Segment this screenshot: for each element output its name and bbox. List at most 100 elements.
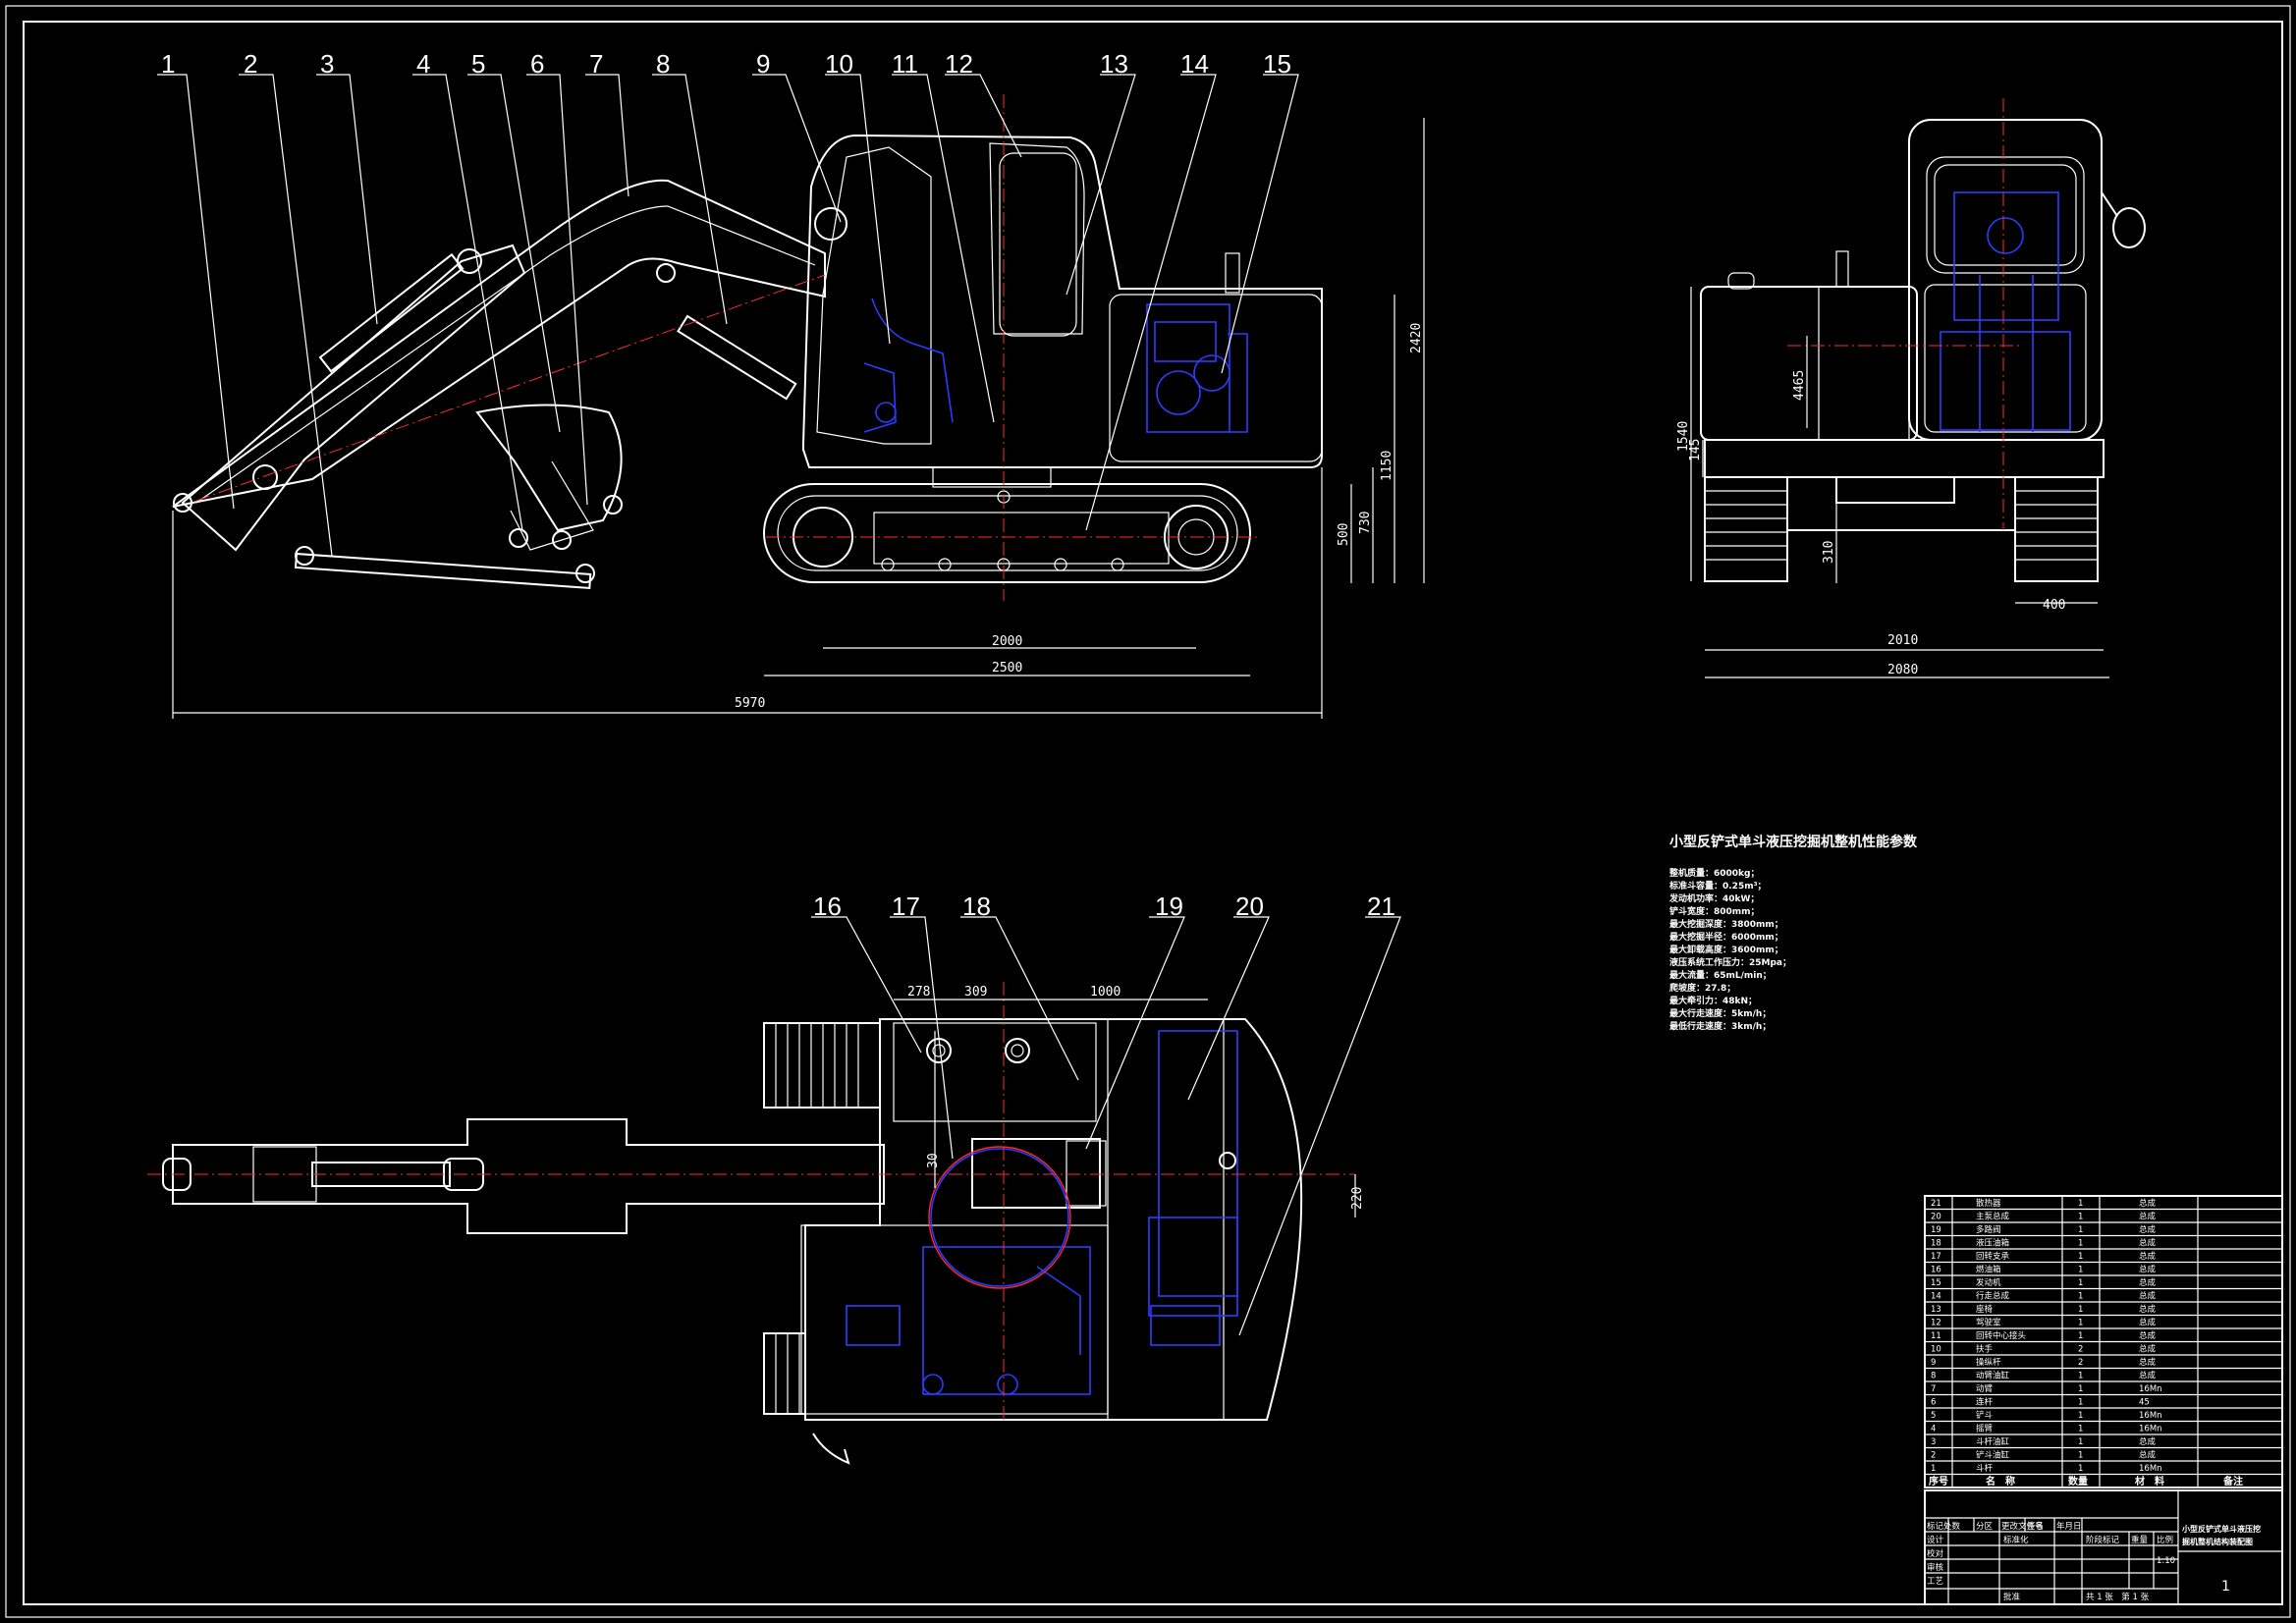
tb-signature: 签名 <box>2027 1521 2044 1532</box>
bom-cell: 散热器 <box>1976 1198 2001 1209</box>
bom-cell: 总成 <box>2139 1238 2157 1249</box>
bom-cell: 行走总成 <box>1976 1291 2010 1302</box>
bom-cell: 总成 <box>2139 1304 2157 1315</box>
tb-standardization: 标准化 <box>2003 1535 2029 1545</box>
callout-10: 10 <box>825 49 853 79</box>
bom-cell: 摇臂 <box>1976 1424 1994 1434</box>
bom-cell: 2 <box>2078 1345 2083 1355</box>
bom-cell: 动臂油缸 <box>1976 1371 2010 1381</box>
bom-cell: 连杆 <box>1976 1397 1994 1408</box>
tb-drawing-title-1: 小型反铲式单斗液压挖 <box>2181 1524 2261 1534</box>
dim-overall-length: 5970 <box>735 696 765 711</box>
bom-cell: 总成 <box>2139 1318 2157 1328</box>
dim-rear-gauge: 2010 <box>1887 633 1918 648</box>
tb-role-process: 工艺 <box>1927 1577 1943 1587</box>
bom-cell: 总成 <box>2139 1330 2157 1341</box>
param-line: 最大挖掘深度：3800mm； <box>1669 918 1783 930</box>
outer-frame <box>5 5 2291 1618</box>
callout-14: 14 <box>1180 49 1209 79</box>
top-track-upper <box>763 1022 881 1109</box>
param-line: 最大行走速度：5km/h； <box>1669 1007 1771 1019</box>
param-line: 最低行走速度：3km/h； <box>1669 1020 1771 1032</box>
bom-cell: 4 <box>1931 1425 1936 1434</box>
param-line: 发动机功率：40kW； <box>1668 893 1759 904</box>
callout-13: 13 <box>1100 49 1128 79</box>
top-hidden-lines <box>846 1030 1238 1395</box>
bom-cell: 16Mn <box>2139 1411 2162 1421</box>
bom-cell: 8 <box>1931 1372 1936 1381</box>
side-track <box>763 483 1251 583</box>
bom-cell: 总成 <box>2139 1265 2157 1275</box>
dim-height-upper: 1150 <box>1380 451 1394 481</box>
param-line: 最大牵引力：48kN； <box>1669 995 1757 1006</box>
tb-role-design: 设计 <box>1927 1535 1944 1545</box>
bom-header-cell: 材 料 <box>2135 1475 2164 1488</box>
bom-cell: 总成 <box>2139 1277 2157 1288</box>
rear-cab <box>1908 119 2103 441</box>
tb-role-check: 校对 <box>1927 1548 1944 1559</box>
param-line: 最大挖掘半径：6000mm； <box>1669 931 1783 943</box>
bom-cell: 19 <box>1931 1225 1941 1235</box>
callout-8: 8 <box>656 49 670 79</box>
bom-cell: 21 <box>1931 1199 1941 1209</box>
tb-revision-mark: 标记处数 <box>1927 1521 1961 1532</box>
dim-top-278: 278 <box>907 985 930 1000</box>
bom-cell: 1 <box>2078 1464 2083 1474</box>
callout-6: 6 <box>530 49 544 79</box>
param-line: 液压系统工作压力：25Mpa； <box>1669 956 1791 968</box>
dim-height-total: 2420 <box>1409 323 1424 353</box>
bom-cell: 多路阀 <box>1976 1224 2001 1235</box>
bom-cell: 总成 <box>2139 1224 2157 1235</box>
dim-track-center: 2000 <box>992 634 1022 649</box>
callout-2: 2 <box>244 49 257 79</box>
bom-cell: 回转支承 <box>1976 1251 2010 1262</box>
dim-rear-310: 310 <box>1822 541 1836 564</box>
side-engine-hidden <box>863 298 1248 433</box>
bom-cell: 13 <box>1931 1305 1941 1315</box>
callout-19: 19 <box>1155 892 1183 921</box>
callout-4: 4 <box>416 49 430 79</box>
bom-cell: 17 <box>1931 1252 1941 1262</box>
rear-engine-hood <box>1700 286 1918 441</box>
inner-frame <box>23 21 2283 1605</box>
bom-cell: 斗杆油缸 <box>1976 1436 2010 1447</box>
side-bucket <box>475 404 623 532</box>
top-boom <box>172 1118 885 1234</box>
callout-3: 3 <box>320 49 334 79</box>
dim-top-1000: 1000 <box>1090 985 1121 1000</box>
bom-cell: 2 <box>1931 1451 1936 1461</box>
dim-height-ground: 500 <box>1337 523 1351 546</box>
bom-cell: 总成 <box>2139 1371 2157 1381</box>
bom-cell: 16Mn <box>2139 1384 2162 1394</box>
dim-track-length: 2500 <box>992 661 1022 676</box>
callout-20: 20 <box>1235 892 1264 921</box>
bom-cell: 驾驶室 <box>1976 1318 2001 1328</box>
bom-cell: 1 <box>2078 1384 2083 1394</box>
tb-scale: 1:10 <box>2157 1556 2175 1566</box>
bom-cell: 斗杆 <box>1976 1463 1994 1474</box>
bom-cell: 1 <box>2078 1278 2083 1288</box>
top-view: 278 309 1000 30 220 16 17 18 19 20 21 <box>147 892 1401 1465</box>
bom-cell: 液压油箱 <box>1976 1238 2010 1249</box>
bom-cell: 1 <box>2078 1266 2083 1275</box>
param-line: 最大卸载高度：3600mm； <box>1669 944 1783 955</box>
params-title: 小型反铲式单斗液压挖掘机整机性能参数 <box>1669 834 1918 850</box>
tb-stage-mark: 阶段标记 <box>2086 1535 2120 1545</box>
bom-cell: 回转中心接头 <box>1976 1330 2027 1341</box>
bom-cell: 2 <box>2078 1358 2083 1368</box>
bom-cell: 1 <box>2078 1252 2083 1262</box>
side-callouts: 1 2 3 4 5 6 7 8 9 10 11 12 13 14 15 <box>161 49 1291 79</box>
bom-cell: 燃油箱 <box>1976 1265 2001 1275</box>
performance-params: 小型反铲式单斗液压挖掘机整机性能参数 整机质量：6000kg； 标准斗容量：0.… <box>1668 834 1918 1032</box>
dim-rear-track-width: 400 <box>2043 598 2065 613</box>
bom-cell: 主泵总成 <box>1976 1212 2010 1222</box>
tb-zone: 分区 <box>1976 1522 1994 1532</box>
bom-cell: 总成 <box>2139 1251 2157 1262</box>
rear-view: 2010 2080 400 1540 145 4465 310 <box>1676 98 2146 678</box>
bom-cell: 1 <box>2078 1437 2083 1447</box>
side-arm <box>181 243 526 552</box>
bom-cell: 1 <box>2078 1239 2083 1249</box>
tb-sheet-no: 1 <box>2221 1579 2230 1595</box>
